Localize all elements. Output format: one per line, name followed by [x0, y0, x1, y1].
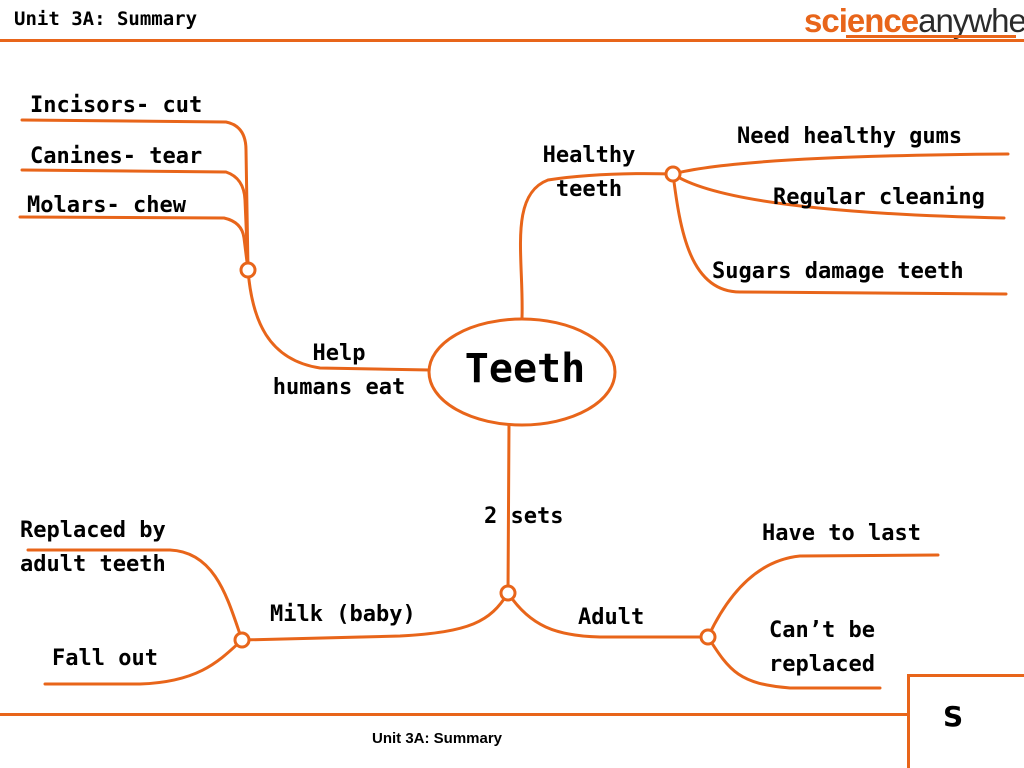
leaf-regular-cleaning: Regular cleaning	[773, 185, 985, 210]
branch-label-help-line1: Help	[312, 341, 366, 366]
logo-part-science: science	[804, 2, 919, 39]
leaf-replaced-line1: Replaced by	[20, 518, 166, 543]
branch-line-milk	[240, 591, 510, 642]
branch-label-2-sets: 2 sets	[484, 504, 564, 529]
branch-line-replaced	[26, 548, 244, 642]
branch-line-molars	[18, 215, 250, 272]
branch-label-healthy-line1: Healthy	[542, 143, 636, 168]
junction-node-sets	[499, 584, 517, 602]
leaf-replaced-by-adult-teeth: Replaced by adult teeth	[20, 514, 166, 582]
trunk-line-2-sets	[506, 421, 511, 595]
branch-line-healthy	[519, 172, 675, 320]
branch-label-milk-baby: Milk (baby)	[270, 602, 416, 627]
header-rule	[0, 39, 1024, 42]
leaf-replaced-line2: adult teeth	[20, 552, 166, 577]
logo-underline	[846, 35, 1016, 38]
footer-rule	[0, 713, 910, 716]
leaf-cant-be-line2: replaced	[769, 652, 875, 677]
leaf-fall-out: Fall out	[52, 646, 158, 671]
leaf-have-to-last: Have to last	[762, 521, 921, 546]
leaf-canines-tear: Canines- tear	[30, 144, 203, 169]
leaf-need-healthy-gums: Need healthy gums	[737, 124, 963, 149]
leaf-incisors-cut: Incisors- cut	[30, 93, 203, 118]
branch-line-cleaning	[671, 172, 1006, 220]
branch-line-canines	[20, 168, 250, 272]
leaf-sugars-damage-teeth: Sugars damage teeth	[712, 259, 964, 284]
branch-line-have-to-last	[706, 553, 940, 639]
footer-corner-box	[907, 674, 1024, 768]
footer-title: Unit 3A: Summary	[372, 730, 503, 747]
leaf-molars-chew: Molars- chew	[27, 193, 186, 218]
junction-node-help	[239, 261, 257, 279]
junction-node-milk	[233, 631, 251, 649]
leaf-cant-be-line1: Can’t be	[769, 618, 875, 643]
junction-node-adult	[699, 628, 717, 646]
branch-line-adult	[506, 591, 710, 639]
slide-title: Unit 3A: Summary	[14, 8, 198, 30]
branch-line-sugars	[671, 172, 1008, 296]
junction-node-healthy	[664, 165, 682, 183]
logo-part-anywhere: anywhere	[918, 2, 1024, 39]
branch-line-incisors	[20, 118, 250, 272]
branch-line-fall-out	[43, 638, 244, 686]
central-node-label: Teeth	[464, 346, 586, 392]
footer-section-letter: S	[943, 700, 964, 733]
branch-label-healthy-teeth: Healthy teeth	[526, 139, 652, 207]
branch-label-healthy-line2: teeth	[555, 177, 623, 202]
central-node-oval	[427, 317, 617, 427]
branch-line-cant-be-replaced	[706, 635, 882, 690]
branch-label-adult: Adult	[578, 605, 645, 630]
branch-line-gums	[671, 152, 1010, 176]
branch-line-help	[246, 268, 432, 372]
science-anywhere-logo: scienceanywhere	[804, 2, 1024, 40]
branch-label-help-humans-eat: Help humans eat	[256, 337, 422, 405]
leaf-cant-be-replaced: Can’t be replaced	[756, 614, 888, 682]
branch-label-help-line2: humans eat	[272, 375, 406, 400]
